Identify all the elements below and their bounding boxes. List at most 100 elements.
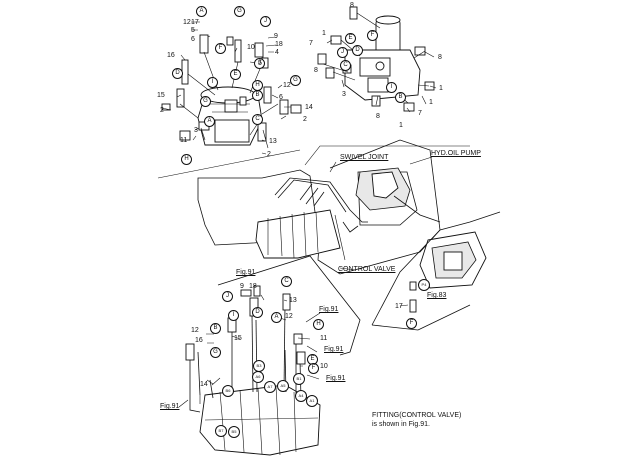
circle-letter-j: J (254, 58, 265, 69)
callout-number: 7 (309, 40, 313, 47)
circle-letter-i: I (228, 310, 239, 321)
circle-letter-f: F (367, 30, 378, 41)
callout-number: 12 (183, 19, 191, 26)
callout-number: 1 (322, 30, 326, 37)
callout-number: 12 (191, 327, 199, 334)
fig91-ref: Fig.91 (160, 403, 180, 410)
callout-number: 16 (167, 52, 175, 59)
callout-number: 10 (247, 44, 255, 51)
callout-number: 1 (399, 122, 403, 129)
callout-number: 1 (429, 99, 433, 106)
port-label: A4 (295, 390, 307, 402)
control-valve-assembly (185, 255, 361, 456)
callout-number: 3 (342, 91, 346, 98)
callout-number: 16 (195, 337, 203, 344)
circle-letter-c: C (340, 60, 351, 71)
callout-number: 8 (350, 2, 354, 9)
callout-number: 17 (191, 19, 199, 26)
circle-letter-i: I (386, 82, 397, 93)
callout-number: 13 (289, 297, 297, 304)
fig91-ref: Fig.91 (326, 375, 346, 382)
circle-letter-g: G (234, 6, 245, 17)
circle-letter-c: C (252, 114, 263, 125)
port-label: B1 (293, 373, 305, 385)
callout-number: 2 (303, 116, 307, 123)
circle-letter-d: D (252, 307, 263, 318)
swivel-joint-label: SWIVEL JOINT (340, 154, 389, 161)
port-label: B7 (215, 425, 227, 437)
fig83-ref: Fig.83 (427, 292, 447, 299)
port-label: A7 (264, 381, 276, 393)
circle-letter-f: F (215, 43, 226, 54)
port-label: B3 (253, 360, 265, 372)
callout-number: 9 (274, 33, 278, 40)
circle-letter-g: G (210, 347, 221, 358)
callout-number: 12 (283, 82, 291, 89)
note-line-2: is shown in Fig.91. (372, 421, 430, 428)
port-label: B5 (228, 426, 240, 438)
callout-number: 13 (269, 138, 277, 145)
callout-number: 6 (191, 36, 195, 43)
circle-letter-b: B (252, 90, 263, 101)
circle-letter-f: F (406, 318, 417, 329)
circle-letter-b: B (395, 92, 406, 103)
circle-letter-a: A (204, 116, 215, 127)
port-label: A6 (252, 371, 264, 383)
port-label: A1 (306, 395, 318, 407)
circle-letter-h: H (313, 319, 324, 330)
callout-number: 14 (305, 104, 313, 111)
circle-letter-g: G (290, 75, 301, 86)
callout-number: 8 (438, 54, 442, 61)
callout-number: 5 (258, 60, 262, 67)
fig91-ref: Fig.91 (324, 346, 344, 353)
callout-number: 7 (418, 110, 422, 117)
leader-lines (161, 21, 437, 408)
callout-number: 10 (320, 363, 328, 370)
callout-number: 1 (439, 85, 443, 92)
circle-letter-e: E (345, 33, 356, 44)
callout-number: 11 (320, 335, 328, 342)
control-valve-label: CONTROL VALVE (338, 266, 396, 273)
circle-letter-g: G (200, 96, 211, 107)
circle-letter-e: E (230, 69, 241, 80)
port-label: P4 (418, 279, 430, 291)
callout-number: 14 (200, 381, 208, 388)
circle-letter-f: F (308, 363, 319, 374)
circle-letter-b: B (210, 323, 221, 334)
circle-letter-j: J (260, 16, 271, 27)
circle-letter-c: C (281, 276, 292, 287)
circle-letter-h: H (181, 154, 192, 165)
pump-detail-view (371, 211, 501, 331)
circle-letter-a: A (196, 6, 207, 17)
callout-number: 17 (395, 303, 403, 310)
port-label: A5 (277, 380, 289, 392)
callout-number: 3 (194, 127, 198, 134)
circle-letter-i: I (207, 77, 218, 88)
callout-number: 2 (267, 151, 271, 158)
hyd-oil-pump-label: HYD.OIL PUMP (431, 150, 481, 157)
note-line-1: FITTING(CONTROL VALVE) (372, 412, 462, 419)
callout-number: 15 (234, 335, 242, 342)
callout-number: 18 (275, 41, 283, 48)
circle-letter-j: J (337, 47, 348, 58)
hydraulic-pump-exploded-view (317, 6, 435, 112)
callout-number: 2 (160, 107, 164, 114)
port-label: B6 (222, 385, 234, 397)
callout-number: 4 (275, 49, 279, 56)
callout-number: 8 (376, 113, 380, 120)
circle-letter-d: D (352, 45, 363, 56)
fig91-ref: Fig.91 (236, 269, 256, 276)
circle-letter-d: D (172, 68, 183, 79)
fig91-ref: Fig.91 (319, 306, 339, 313)
callout-number: 8 (314, 67, 318, 74)
circle-letter-j: J (222, 291, 233, 302)
callout-number: 5 (191, 27, 195, 34)
callout-number: 12 (285, 313, 293, 320)
callout-number: 11 (180, 137, 188, 144)
callout-number: 18 (249, 283, 257, 290)
circle-letter-h: H (252, 80, 263, 91)
callout-number: 9 (240, 283, 244, 290)
callout-number: 15 (157, 92, 165, 99)
machine-frame-outline (157, 139, 470, 275)
